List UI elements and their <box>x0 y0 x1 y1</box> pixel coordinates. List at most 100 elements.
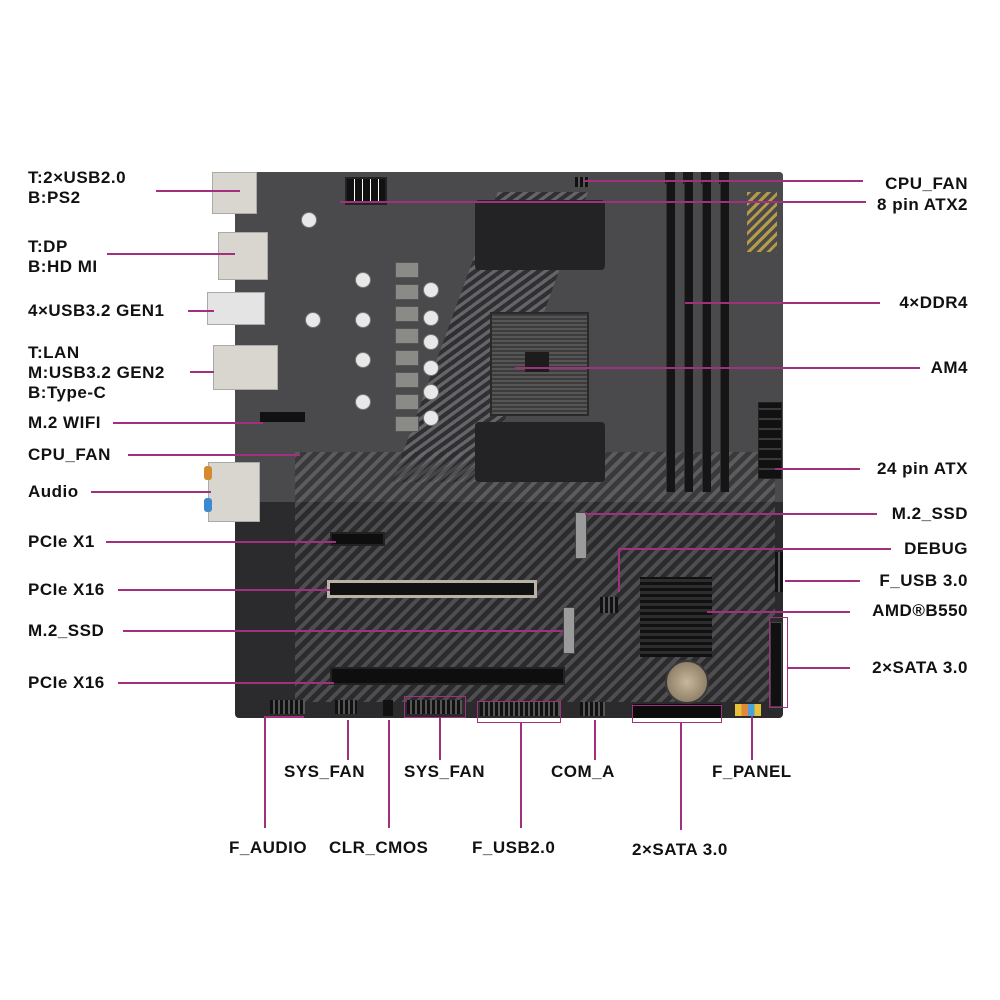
leader-bracket <box>632 705 722 723</box>
leader-line <box>594 720 596 760</box>
leader-line <box>264 716 266 828</box>
f-usb3-header <box>775 552 783 592</box>
label-line: M:USB3.2 GEN2 <box>28 363 165 382</box>
label-usb3-gen1: 4×USB3.2 GEN1 <box>28 301 164 321</box>
label-audio: Audio <box>28 482 79 502</box>
dimm-slot-2 <box>684 182 693 492</box>
atx-24pin-connector <box>758 402 782 479</box>
label-line: M.2_SSD <box>28 621 105 640</box>
leader-line <box>787 667 850 669</box>
label-line: AMD®B550 <box>872 601 968 620</box>
leader-line <box>128 454 300 456</box>
label-pcie-x1: PCIe X1 <box>28 532 95 552</box>
label-line: T:DP <box>28 237 68 256</box>
label-line: F_USB 3.0 <box>879 571 968 590</box>
label-sys-fan-2: SYS_FAN <box>404 762 485 781</box>
leader-line <box>751 716 753 760</box>
label-line: 24 pin ATX <box>877 459 968 478</box>
label-8pin-atx2: 8 pin ATX2 <box>877 195 968 215</box>
leader-line <box>685 302 880 304</box>
label-dp-hdmi: T:DP B:HD MI <box>28 237 98 277</box>
leader-line <box>707 611 850 613</box>
label-cpu-fan-right: CPU_FAN <box>885 174 968 194</box>
lan-usb-typec-port <box>213 345 278 390</box>
label-m2-wifi: M.2 WIFI <box>28 413 101 433</box>
dp-hdmi-port <box>218 232 268 280</box>
leader-line <box>113 422 263 424</box>
label-2xsata-right: 2×SATA 3.0 <box>872 658 968 678</box>
label-4xddr4: 4×DDR4 <box>899 293 968 313</box>
label-clr-cmos: CLR_CMOS <box>329 838 429 857</box>
m2-ssd-slot-1 <box>575 512 587 559</box>
leader-bracket <box>404 696 466 718</box>
clr-cmos-jumper <box>383 700 393 716</box>
label-usb2-ps2: T:2×USB2.0 B:PS2 <box>28 168 126 208</box>
label-line: PCIe X16 <box>28 673 105 692</box>
label-line: B:HD MI <box>28 257 98 276</box>
leader-line <box>107 253 235 255</box>
leader-line <box>583 180 863 182</box>
leader-line <box>340 201 866 203</box>
label-debug: DEBUG <box>904 539 968 559</box>
label-am4: AM4 <box>931 358 968 378</box>
pcie-x1-slot <box>330 532 385 546</box>
label-f-usb2: F_USB2.0 <box>472 838 556 857</box>
label-sys-fan-1: SYS_FAN <box>284 762 365 781</box>
leader-line <box>585 513 877 515</box>
label-line: M.2_SSD <box>891 504 968 523</box>
leader-line <box>264 716 304 718</box>
label-f-panel: F_PANEL <box>712 762 792 781</box>
label-line: T:LAN <box>28 343 80 362</box>
f-audio-header <box>270 700 305 714</box>
leader-line <box>520 722 522 828</box>
leader-line <box>388 720 390 828</box>
label-line: 2×SATA 3.0 <box>872 658 968 677</box>
label-line: PCIe X1 <box>28 532 95 551</box>
label-f-usb3: F_USB 3.0 <box>879 571 968 591</box>
sata-ports-right <box>770 622 782 707</box>
label-line: T:2×USB2.0 <box>28 168 127 187</box>
leader-bracket <box>769 617 788 708</box>
audio-jacks <box>208 462 260 522</box>
leader-line <box>785 580 860 582</box>
label-f-audio: F_AUDIO <box>229 838 308 857</box>
label-line: M.2 WIFI <box>28 413 101 432</box>
leader-line <box>619 548 891 550</box>
label-pcie-x16-2: PCIe X16 <box>28 673 105 693</box>
pcie-x16-slot-1 <box>327 580 537 598</box>
leader-line <box>91 491 211 493</box>
label-pcie-x16-1: PCIe X16 <box>28 580 105 600</box>
cpu-bracket-bottom <box>475 422 605 482</box>
com-a-header <box>580 702 605 716</box>
leader-line <box>188 310 214 312</box>
usb2-ps2-port <box>212 172 257 214</box>
label-cpu-fan-left: CPU_FAN <box>28 445 111 465</box>
label-line: Audio <box>28 482 79 501</box>
audio-jack-blue <box>204 498 212 512</box>
f-panel-header <box>735 704 761 716</box>
dimm-slot-4 <box>720 182 729 492</box>
leader-line <box>618 548 620 592</box>
label-2xsata-bottom: 2×SATA 3.0 <box>632 840 728 859</box>
atx-8pin-connector <box>345 177 387 205</box>
cmos-battery <box>665 660 709 704</box>
label-24pin-atx: 24 pin ATX <box>877 459 968 479</box>
sata-ports-bottom <box>633 704 721 718</box>
cpu-bracket-top <box>475 200 605 270</box>
label-line: CPU_FAN <box>885 174 968 193</box>
f-usb2-header <box>480 702 560 716</box>
cpu-fan-header-top <box>575 177 589 187</box>
label-line: B:Type-C <box>28 383 107 402</box>
label-m2-ssd-left: M.2_SSD <box>28 621 104 641</box>
label-amd-b550: AMD®B550 <box>872 601 968 621</box>
label-line: 4×DDR4 <box>899 293 968 312</box>
leader-line <box>775 468 860 470</box>
label-line: 4×USB3.2 GEN1 <box>28 301 165 320</box>
audio-jack-orange <box>204 466 212 480</box>
dimm-slot-3 <box>702 182 711 492</box>
label-m2-ssd-right: M.2_SSD <box>892 504 968 524</box>
leader-line <box>118 589 330 591</box>
socket-center <box>525 352 549 372</box>
motherboard-image <box>235 172 783 718</box>
label-line: 8 pin ATX2 <box>877 195 968 214</box>
